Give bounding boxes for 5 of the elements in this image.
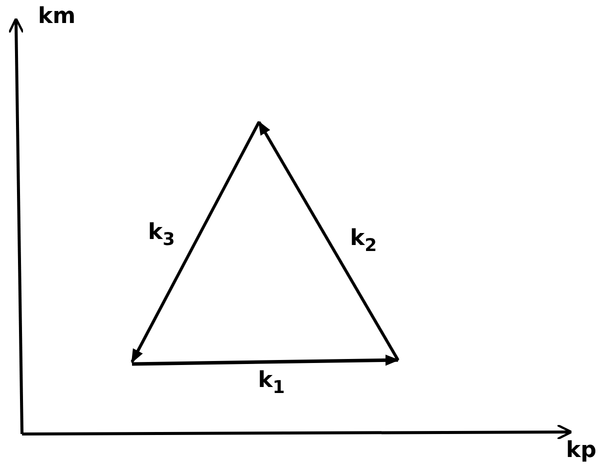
vector-label: k$_{3}$ — [148, 222, 175, 250]
vector-label: k$_{1}$ — [258, 370, 285, 398]
vector-label: k$_{2}$ — [350, 228, 377, 256]
axis-label: km — [38, 6, 76, 28]
axis-label: kp — [566, 440, 596, 462]
